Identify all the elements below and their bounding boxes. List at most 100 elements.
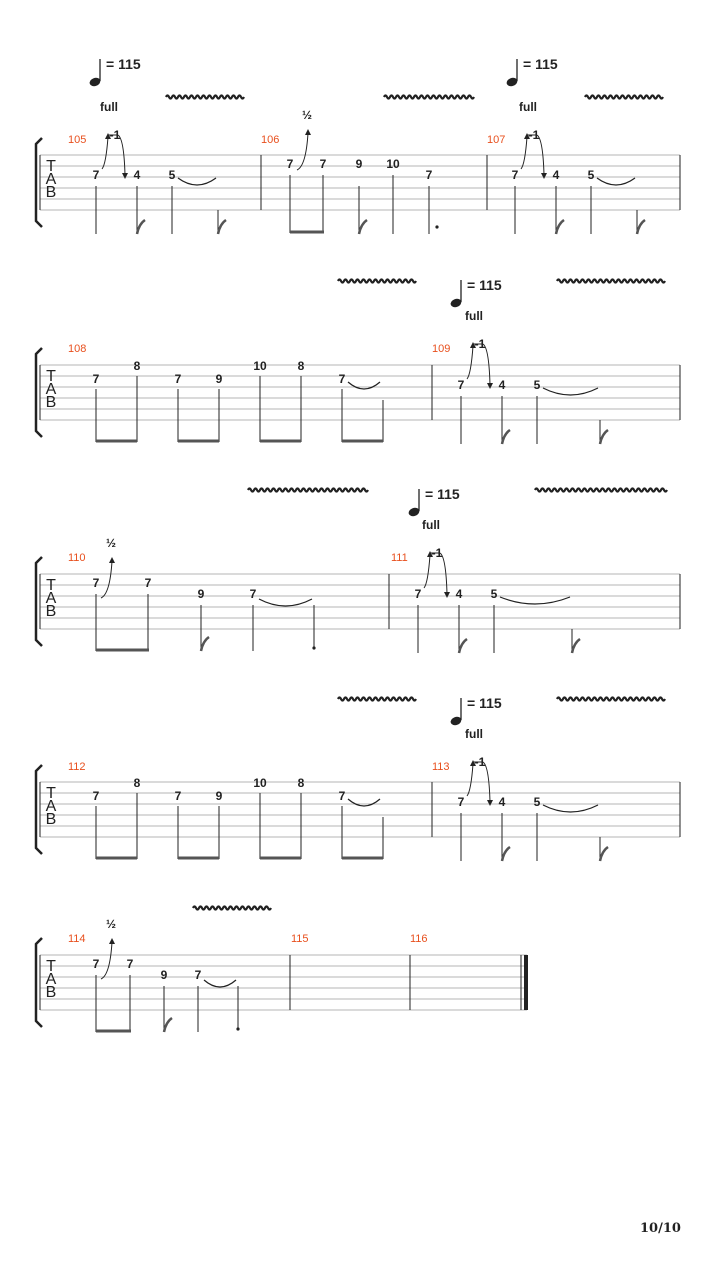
release-arrow-down-icon	[444, 592, 450, 598]
fret-number: 9	[356, 157, 363, 171]
fret-number: 4	[499, 795, 506, 809]
fret-number: 8	[298, 776, 305, 790]
release-label: -1	[110, 128, 121, 142]
fret-number: 7	[320, 157, 327, 171]
fret-number: 5	[169, 168, 176, 182]
tab-clef-letter: T	[46, 577, 56, 594]
tie-arc	[177, 177, 217, 186]
measure-number: 114	[68, 933, 86, 945]
note-beam	[260, 439, 301, 443]
bend-arrow-up-icon	[305, 129, 311, 135]
tab-clef-letter: B	[46, 184, 57, 201]
fret-number: 4	[553, 168, 560, 182]
system-bracket	[34, 937, 43, 1028]
page-number: 10/10	[640, 1221, 681, 1236]
measure-number: 113	[432, 761, 450, 773]
release-label: -1	[432, 546, 443, 560]
bend-label: full	[465, 727, 483, 741]
quarter-note-icon	[506, 77, 518, 87]
note-flag	[554, 218, 565, 235]
bend-curve	[101, 136, 109, 170]
quarter-note-icon	[450, 298, 462, 308]
note-beam	[342, 439, 383, 443]
vibrato-line	[584, 94, 664, 100]
measure-number: 108	[68, 343, 86, 355]
bend-arrow-up-icon	[427, 551, 433, 557]
system-bracket	[34, 556, 43, 647]
vibrato-line	[556, 696, 666, 702]
fret-number: 7	[426, 168, 433, 182]
fret-number: 7	[93, 789, 100, 803]
fret-number: 7	[93, 168, 100, 182]
release-arrow-down-icon	[487, 383, 493, 389]
fret-number: 7	[93, 957, 100, 971]
note-flag	[162, 1016, 173, 1033]
tab-clef-letter: B	[46, 811, 57, 828]
fret-number: 7	[287, 157, 294, 171]
bend-arrow-up-icon	[470, 760, 476, 766]
measure-number: 106	[261, 134, 279, 146]
tab-clef-letter: T	[46, 958, 56, 975]
tab-clef-letter: B	[46, 984, 57, 1001]
fret-number: 9	[198, 587, 205, 601]
note-beam	[96, 439, 137, 443]
tab-clef-letter: T	[46, 158, 56, 175]
tempo-marking: = 115	[425, 486, 460, 502]
fret-number: 7	[145, 576, 152, 590]
vibrato-line	[383, 94, 475, 100]
note-flag	[598, 845, 609, 862]
tab-clef-letter: B	[46, 394, 57, 411]
system-bracket	[34, 137, 43, 228]
vibrato-line	[534, 487, 668, 493]
fret-number: 7	[512, 168, 519, 182]
release-label: -1	[529, 128, 540, 142]
fret-number: 10	[253, 776, 267, 790]
bend-curve	[466, 345, 474, 380]
bend-arrow-up-icon	[109, 938, 115, 944]
tempo-marking: = 115	[106, 56, 141, 72]
fret-number: 5	[534, 378, 541, 392]
note-beam	[96, 856, 137, 860]
tempo-marking: = 115	[467, 277, 502, 293]
fret-number: 7	[339, 789, 346, 803]
fret-number: 7	[93, 372, 100, 386]
measure-number: 115	[291, 933, 309, 945]
tie-arc	[347, 381, 381, 390]
release-arrow-down-icon	[122, 173, 128, 179]
fret-number: 5	[534, 795, 541, 809]
fret-number: 7	[175, 789, 182, 803]
release-arrow-down-icon	[487, 800, 493, 806]
measure-number: 112	[68, 761, 86, 773]
note-flag	[135, 218, 146, 235]
fret-number: 7	[195, 968, 202, 982]
vibrato-line	[165, 94, 245, 100]
release-label: -1	[475, 755, 486, 769]
vibrato-line	[247, 487, 369, 493]
fret-number: 9	[216, 789, 223, 803]
bend-label: ½	[302, 108, 312, 122]
fret-number: 5	[491, 587, 498, 601]
bend-curve	[100, 941, 113, 980]
measure-number: 116	[410, 933, 428, 945]
tie-arc	[499, 596, 571, 605]
tab-clef-letter: A	[46, 171, 57, 188]
note-flag	[635, 218, 646, 235]
bend-arrow-up-icon	[105, 133, 111, 139]
tab-clef-letter: A	[46, 381, 57, 398]
fret-number: 9	[161, 968, 168, 982]
measure-number: 109	[432, 343, 450, 355]
dotted-note	[435, 225, 439, 229]
release-label: -1	[475, 337, 486, 351]
fret-number: 10	[253, 359, 267, 373]
fret-number: 4	[499, 378, 506, 392]
fret-number: 8	[298, 359, 305, 373]
fret-number: 7	[175, 372, 182, 386]
vibrato-line	[337, 696, 417, 702]
bend-label: ½	[106, 536, 116, 550]
tab-clef-letter: T	[46, 368, 56, 385]
measure-number: 111	[391, 552, 408, 564]
bend-curve	[520, 136, 528, 170]
measure-number: 107	[487, 134, 505, 146]
fret-number: 7	[458, 378, 465, 392]
